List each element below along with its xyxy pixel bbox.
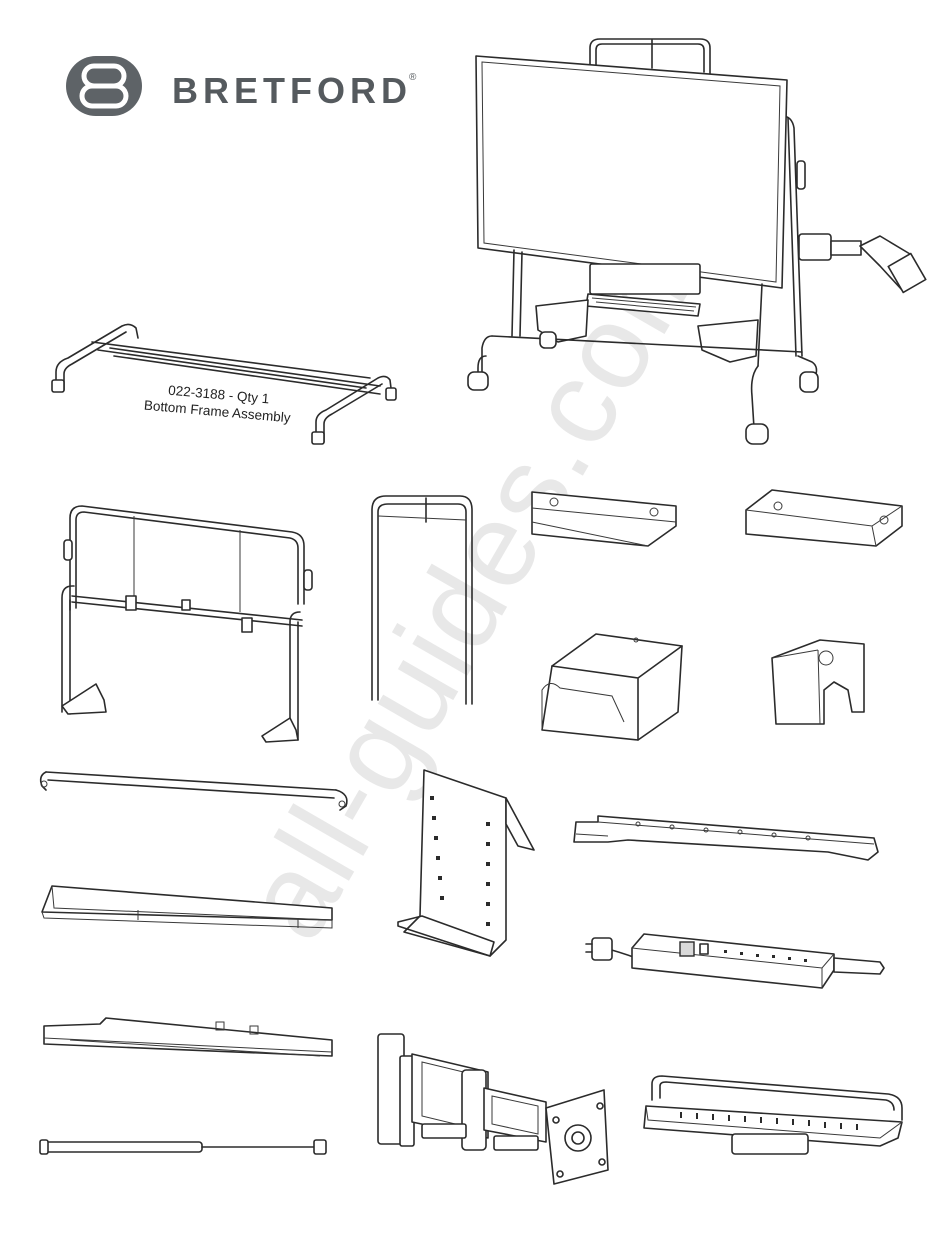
upright-frame-illustration [56,500,316,750]
assembled-cart-illustration [462,36,932,448]
shelf-tray-illustration [640,1072,910,1158]
long-bracket-illustration [568,812,890,872]
storage-bin-illustration [532,630,688,744]
brand-name: BRETFORD [172,70,412,112]
gas-spring-illustration [40,1136,330,1160]
slotted-rail-illustration [40,1014,336,1066]
perforated-stand-illustration [394,766,536,962]
registered-mark: ® [409,72,416,83]
angle-rail-illustration [38,880,338,936]
bottom-frame-illustration [50,320,400,448]
bin-bracket-right-illustration [742,486,906,556]
bretford-logo-icon [66,56,142,116]
monitor-arm-illustration [376,1030,612,1186]
cross-bar-illustration [36,760,356,816]
hook-bracket-illustration [766,634,870,728]
bin-bracket-left-illustration [528,486,682,556]
top-handle-illustration [366,490,478,710]
power-strip-illustration [584,928,888,994]
